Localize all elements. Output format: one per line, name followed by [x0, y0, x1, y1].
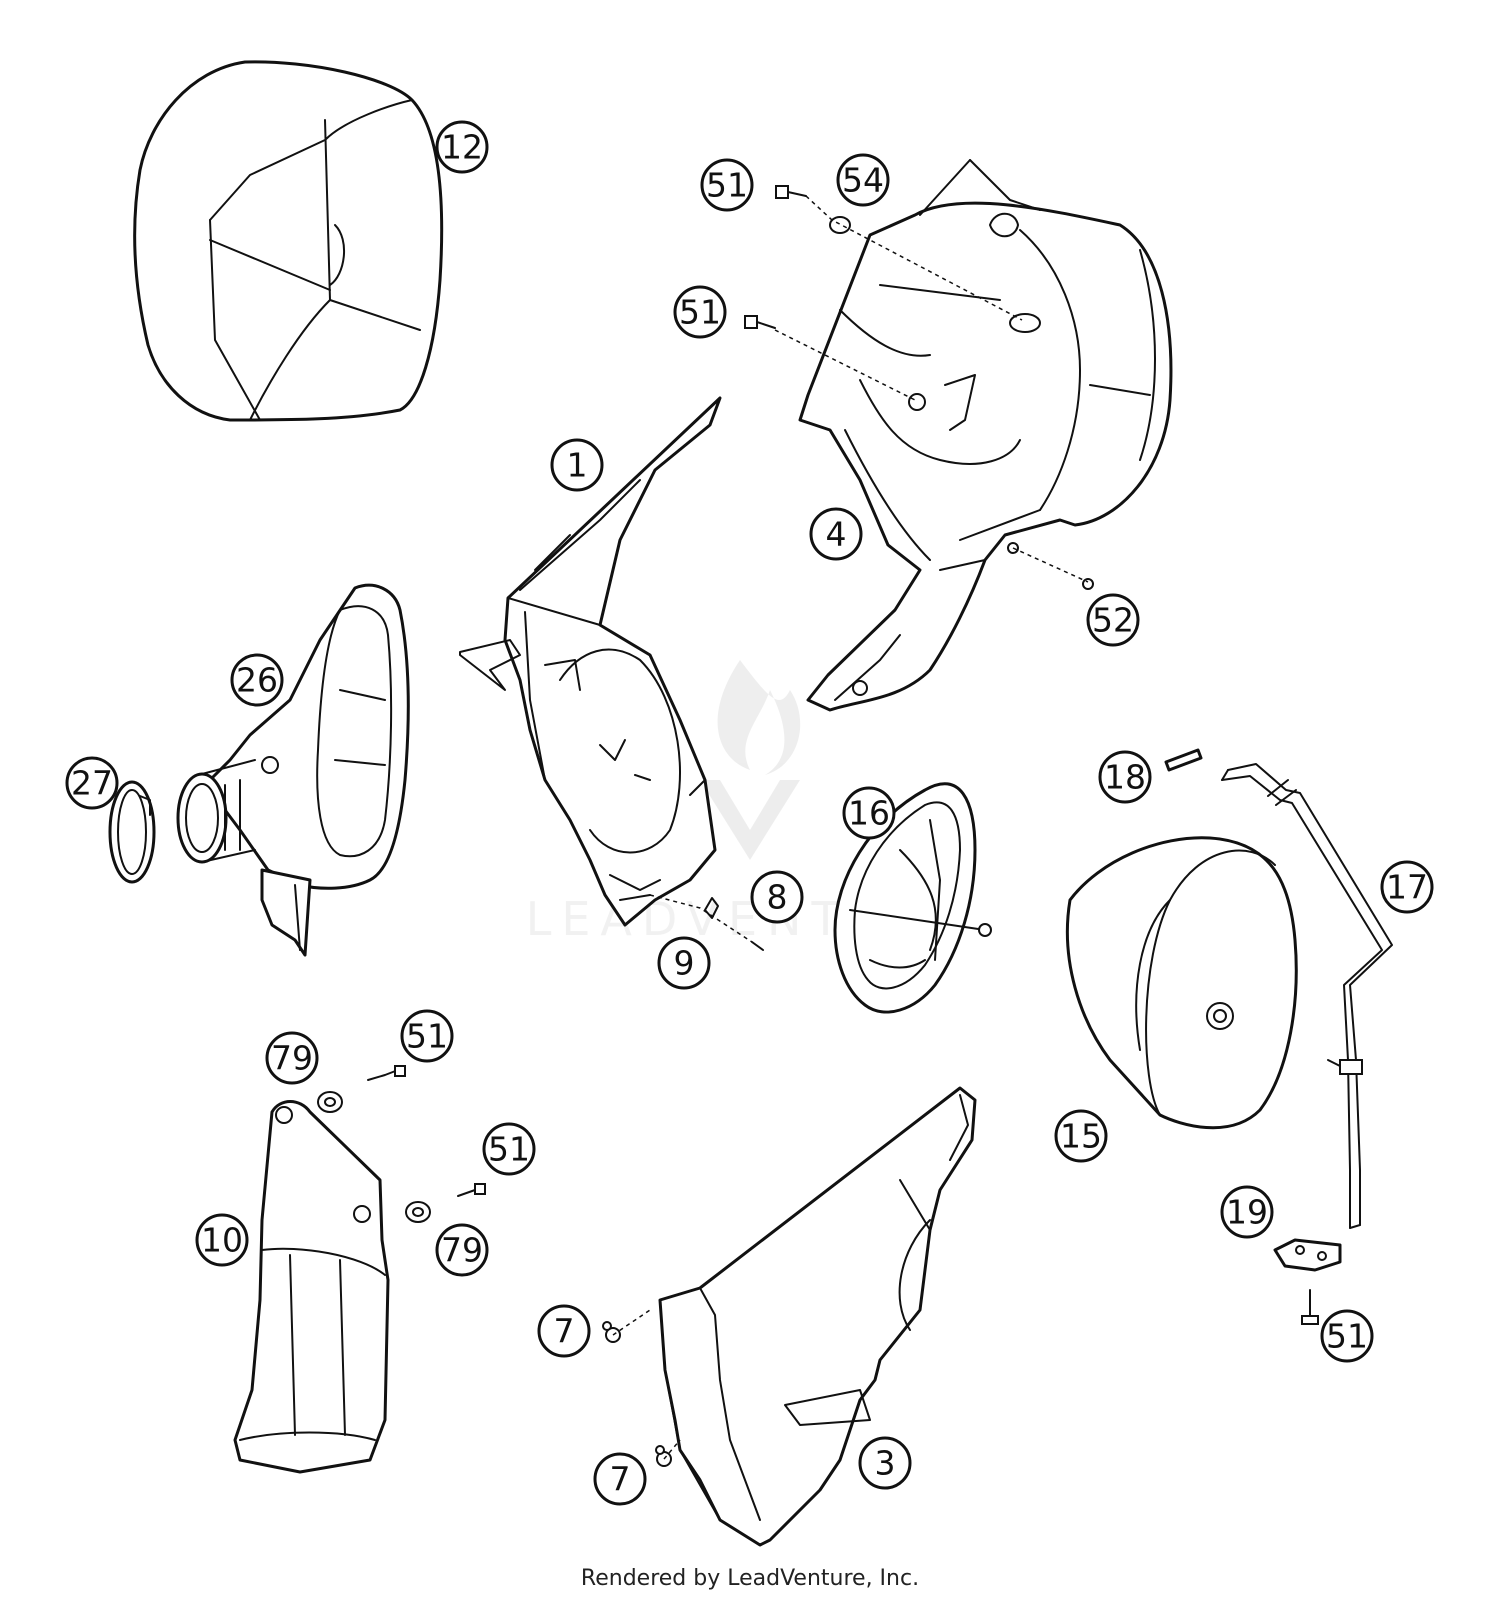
svg-text:4: 4	[826, 515, 847, 554]
svg-text:79: 79	[441, 1231, 483, 1270]
part-19-bracket	[1273, 1238, 1342, 1272]
screw-51-top	[775, 185, 807, 199]
callout-8: 8	[750, 870, 804, 924]
callout-1: 1	[550, 438, 604, 492]
callout-79: 79	[435, 1223, 489, 1277]
svg-text:15: 15	[1060, 1117, 1102, 1156]
svg-text:19: 19	[1226, 1193, 1268, 1232]
callout-7: 7	[593, 1452, 647, 1506]
svg-text:10: 10	[201, 1221, 243, 1260]
callout-61: 51	[400, 1009, 454, 1063]
washer-54	[829, 216, 851, 234]
part-9-spring-clip	[704, 897, 719, 919]
svg-text:12: 12	[441, 128, 483, 167]
part-10-duct	[233, 1100, 390, 1474]
screw-52	[1082, 578, 1094, 590]
part-17-holder-rod	[1221, 763, 1393, 1229]
part-18-pin	[1164, 748, 1203, 772]
part-16-filter-cage	[833, 782, 992, 1014]
svg-text:7: 7	[554, 1312, 575, 1351]
part-3-side-cover	[658, 1086, 977, 1547]
svg-text:51: 51	[406, 1017, 448, 1056]
callout-79: 79	[265, 1031, 319, 1085]
part-15-air-filter	[1065, 836, 1298, 1130]
callout-3: 3	[858, 1436, 912, 1490]
callout-16: 16	[842, 786, 896, 840]
callout-17: 17	[1380, 860, 1434, 914]
callout-9: 9	[657, 936, 711, 990]
callout-10: 10	[195, 1213, 249, 1267]
svg-text:54: 54	[842, 161, 884, 200]
svg-text:7: 7	[610, 1460, 631, 1499]
callout-51: 51	[673, 285, 727, 339]
part-12-filter-foam	[133, 60, 444, 422]
callout-51: 51	[1320, 1309, 1374, 1363]
svg-text:3: 3	[875, 1444, 896, 1483]
callout-19: 19	[1220, 1185, 1274, 1239]
part-1-inner-airbox	[459, 396, 722, 927]
svg-text:26: 26	[236, 661, 278, 700]
screw-51-left-lower	[457, 1183, 486, 1197]
svg-text:51: 51	[488, 1130, 530, 1169]
callout-27: 27	[65, 756, 119, 810]
washer-79-upper	[317, 1091, 343, 1113]
nut-7-upper	[602, 1321, 621, 1343]
svg-text:1: 1	[567, 446, 588, 485]
callout-26: 26	[230, 653, 284, 707]
footer-credit: Rendered by LeadVenture, Inc.	[580, 1566, 920, 1591]
callout-12: 12	[435, 120, 489, 174]
screw-51-mid	[744, 315, 776, 329]
svg-text:51: 51	[706, 166, 748, 205]
svg-text:79: 79	[271, 1039, 313, 1078]
callout-4: 4	[809, 507, 863, 561]
callout-18: 18	[1098, 750, 1152, 804]
nut-7-lower	[655, 1445, 672, 1467]
screw-51-right-lower	[1301, 1289, 1319, 1325]
screw-51-left-upper	[367, 1065, 406, 1081]
svg-text:16: 16	[848, 794, 890, 833]
callout-15: 15	[1054, 1109, 1108, 1163]
part-27-hose-clamp	[108, 780, 156, 884]
svg-text:9: 9	[674, 944, 695, 983]
callout-51: 51	[482, 1122, 536, 1176]
svg-text:18: 18	[1104, 758, 1146, 797]
svg-text:51: 51	[1326, 1317, 1368, 1356]
callout-54: 54	[836, 153, 890, 207]
part-26-intake-boot	[176, 583, 410, 957]
part-8-pin	[751, 941, 764, 951]
svg-text:51: 51	[679, 293, 721, 332]
callout-7: 7	[537, 1304, 591, 1358]
callout-51: 51	[700, 158, 754, 212]
svg-text:8: 8	[767, 878, 788, 917]
svg-text:17: 17	[1386, 868, 1428, 907]
callout-52: 52	[1086, 593, 1140, 647]
svg-text:52: 52	[1092, 601, 1134, 640]
assembly-lines	[612, 195, 1089, 1460]
svg-text:27: 27	[71, 764, 113, 803]
washer-79-lower	[405, 1201, 431, 1223]
